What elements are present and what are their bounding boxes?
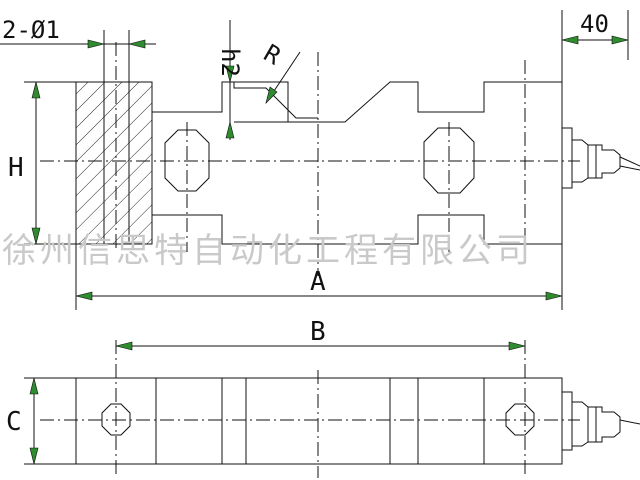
hatched-section [75,81,153,245]
label-b: B [310,317,326,347]
label-a: A [310,267,326,297]
label-h2: h2 [216,48,244,77]
dimensions-front: H 2-Ø1 h2 R 40 A B [0,10,629,351]
front-body-outline [151,81,563,245]
octagon-hole-left [164,129,210,192]
front-view [40,42,640,276]
top-hole-left [101,403,131,436]
company-watermark: 徐州信思特自动化工程有限公司 [2,231,534,271]
label-h: H [8,153,24,183]
label-r: R [259,39,286,71]
cable-gland [571,139,621,183]
top-view: C [6,340,640,478]
label-c: C [6,407,22,437]
cable-gland-body [561,127,573,189]
top-body-outline [75,377,563,465]
octagon-hole-right [423,127,475,194]
label-40: 40 [580,10,609,38]
top-hole-right [505,403,535,436]
label-hole-dia: 2-Ø1 [2,16,60,44]
top-cable-gland [571,401,621,447]
